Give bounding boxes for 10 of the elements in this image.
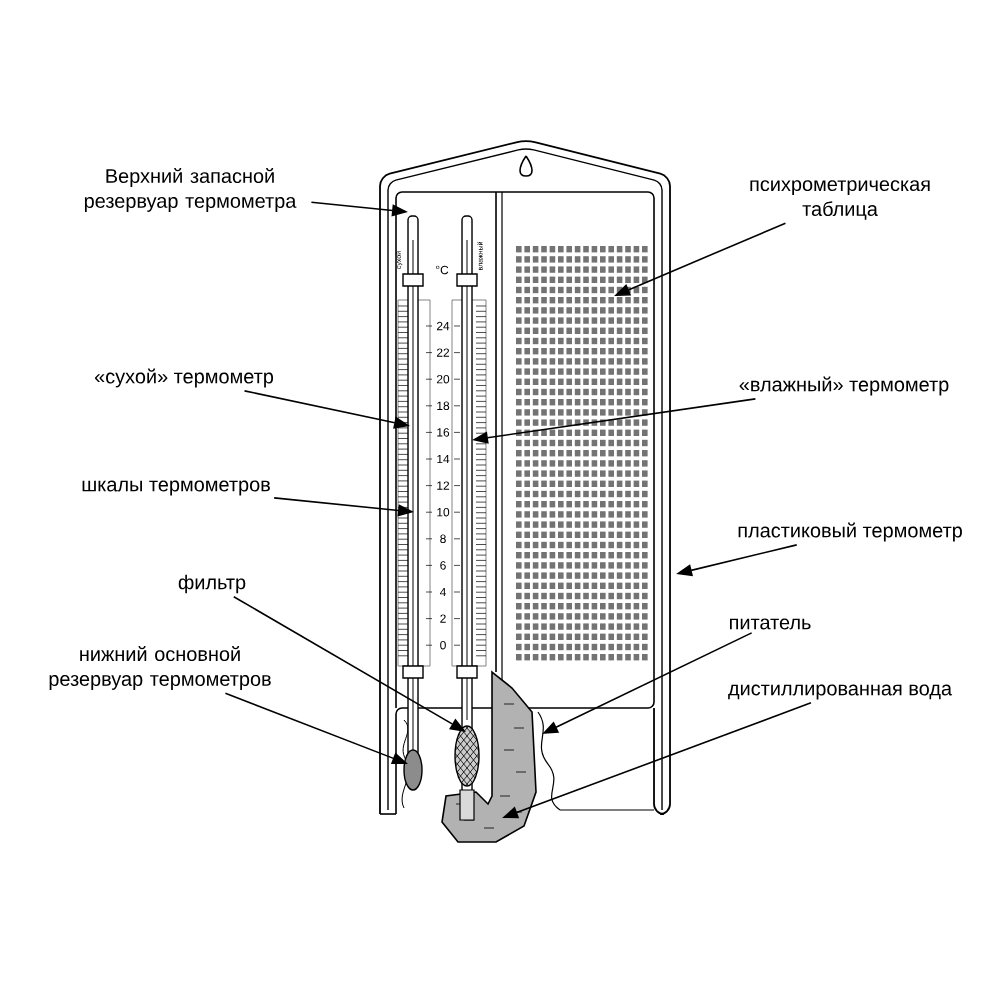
callout-label: фильтр [178,574,246,594]
callout-label: психрометрическая таблица [750,180,930,220]
callout-label: дистиллированная вода [728,684,953,700]
callout-label: Верхний запасной резервуар термометра [84,168,297,212]
callout-label: пластиковый термометр [738,522,962,542]
callout-label: питатель [730,618,811,630]
callout-label: «сухой» термометр [94,368,274,388]
callout-label: нижний основной резервуар термометров [49,646,271,690]
callout-label: «влажный» термометр [739,376,949,396]
callout-label: шкалы термометров [82,480,270,496]
